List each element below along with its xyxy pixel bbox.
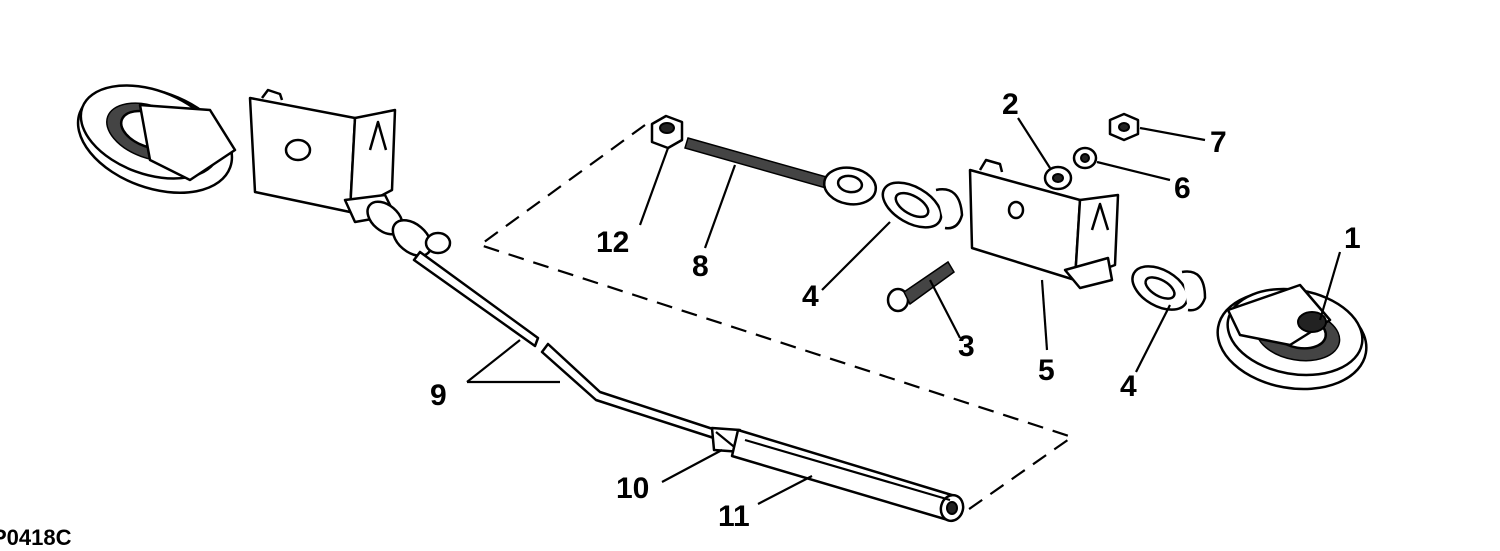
clevis-link (366, 200, 452, 257)
callout-4-upper: 4 (802, 280, 819, 313)
rod-part-9 (412, 250, 724, 442)
spring-clip-part-4-lower (1131, 265, 1207, 312)
callout-4-lower: 4 (1120, 370, 1137, 403)
callout-6: 6 (1174, 172, 1191, 205)
eye-bolt-part-8 (684, 137, 878, 206)
handle-part-11 (730, 428, 965, 523)
nut-part-7 (1108, 112, 1140, 142)
spring-clip-part-4-upper (881, 181, 964, 230)
center-bracket-part-5 (968, 158, 1120, 290)
screw-part-3 (886, 260, 955, 313)
leader-lines (466, 117, 1342, 505)
callout-1: 1 (1344, 222, 1361, 255)
callout-11: 11 (718, 500, 750, 533)
left-pulley-assembly (76, 84, 237, 195)
callout-12: 12 (596, 226, 629, 259)
nut-part-12 (650, 114, 684, 150)
callout-10: 10 (616, 472, 649, 505)
callout-7: 7 (1210, 126, 1227, 159)
callout-8: 8 (692, 250, 709, 283)
callout-labels: 1 2 3 4 4 5 6 7 8 9 10 11 12 (430, 88, 1361, 533)
right-pulley-part-1 (1216, 283, 1368, 391)
dashed-grouping-outline (477, 124, 1075, 515)
callout-2: 2 (1002, 88, 1019, 121)
callout-3: 3 (958, 330, 975, 363)
washer-part-2 (1043, 165, 1073, 191)
callout-5: 5 (1038, 354, 1055, 387)
figure-id: P0418C (0, 525, 72, 550)
callout-9: 9 (430, 379, 447, 412)
lock-washer-part-6 (1072, 146, 1098, 170)
